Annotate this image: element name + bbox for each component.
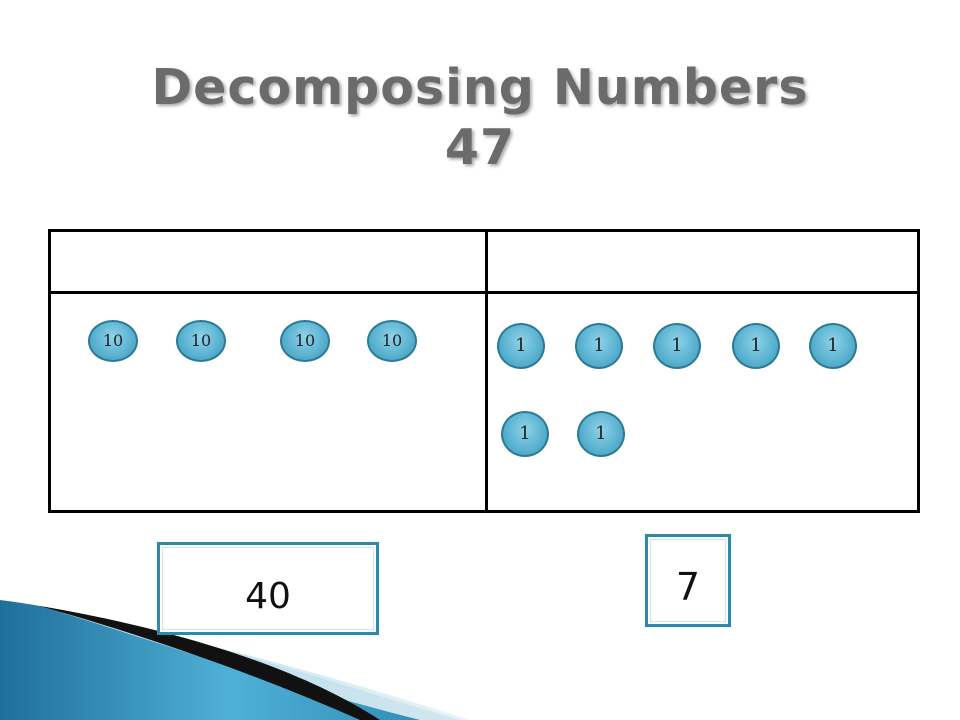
ones-coin: 1 xyxy=(501,411,549,457)
chart-header-divider xyxy=(51,291,917,294)
title-line-1: Decomposing Numbers xyxy=(151,59,809,116)
tens-coin: 10 xyxy=(367,320,417,362)
tens-coin: 10 xyxy=(88,320,138,362)
title-line-2-number: 47 xyxy=(444,119,516,176)
tens-answer-box: 40 xyxy=(157,542,379,635)
ones-header-cell xyxy=(488,232,917,291)
slide-title: Decomposing Numbers 47 xyxy=(0,58,960,178)
chart-column-divider xyxy=(485,232,488,510)
ones-coin: 1 xyxy=(653,323,701,369)
place-value-chart xyxy=(48,229,920,513)
ones-coin: 1 xyxy=(809,323,857,369)
tens-header-cell xyxy=(51,232,485,291)
ones-answer-box: 7 xyxy=(645,534,731,627)
ones-coin: 1 xyxy=(575,323,623,369)
tens-coin: 10 xyxy=(176,320,226,362)
tens-coin: 10 xyxy=(280,320,330,362)
ones-coin: 1 xyxy=(732,323,780,369)
ones-coin: 1 xyxy=(577,411,625,457)
ones-coin: 1 xyxy=(497,323,545,369)
